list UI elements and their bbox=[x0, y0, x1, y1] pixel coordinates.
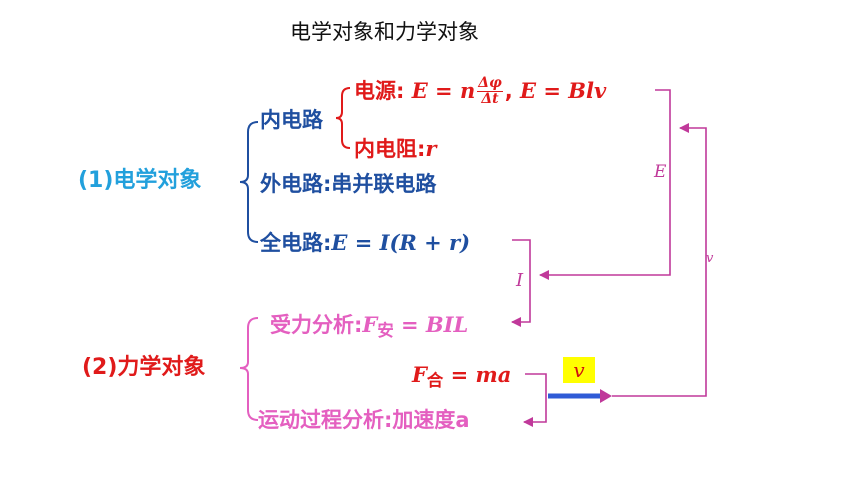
I-connector bbox=[511, 239, 531, 327]
E-arrow-label: E bbox=[654, 162, 667, 182]
E-connector bbox=[539, 89, 671, 280]
ampere-force-symbol: F bbox=[362, 312, 378, 337]
motion-analysis: 运动过程分析:加速度a bbox=[258, 408, 470, 432]
electrical-bracket bbox=[239, 121, 259, 243]
velocity-highlight-box: v bbox=[563, 357, 595, 383]
inner-resistance-label: 内电阻: bbox=[354, 137, 426, 161]
source-separator: , bbox=[504, 78, 513, 103]
v-connector bbox=[612, 123, 707, 397]
full-circuit-label: 全电路: bbox=[260, 231, 332, 255]
source-eq1-lhs: E = n bbox=[411, 77, 476, 103]
net-force: F合 = ma bbox=[412, 364, 511, 389]
outer-circuit-label: 外电路:串并联电路 bbox=[260, 172, 437, 196]
v-arrow-label: v bbox=[706, 251, 714, 266]
force-analysis: 受力分析:F安 = BIL bbox=[270, 314, 468, 339]
page-title: 电学对象和力学对象 bbox=[290, 20, 479, 44]
I-arrow-label: I bbox=[516, 270, 524, 291]
net-force-subscript: 合 bbox=[426, 371, 444, 391]
mechanical-object-label: (2)力学对象 bbox=[82, 355, 206, 380]
mechanical-bracket bbox=[239, 317, 259, 421]
F-net-connector bbox=[523, 373, 547, 427]
fraction-denominator: Δt bbox=[481, 91, 499, 108]
force-analysis-label: 受力分析: bbox=[270, 313, 363, 337]
source-eq2: E = Blv bbox=[520, 77, 607, 103]
full-circuit: 全电路:E = I(R + r) bbox=[260, 232, 470, 254]
source-label: 电源: bbox=[354, 78, 405, 103]
ampere-subscript: 安 bbox=[377, 321, 394, 341]
net-force-rhs: = ma bbox=[443, 362, 512, 387]
electrical-object-label: (1)电学对象 bbox=[78, 168, 202, 193]
velocity-symbol: v bbox=[573, 358, 585, 382]
ampere-force-rhs: = BIL bbox=[393, 312, 469, 337]
net-force-symbol: F bbox=[412, 362, 427, 387]
inner-resistance: 内电阻:r bbox=[354, 138, 436, 160]
inner-circuit-bracket bbox=[335, 87, 351, 149]
inner-resistance-symbol: r bbox=[425, 136, 437, 161]
full-circuit-equation: E = I(R + r) bbox=[331, 230, 471, 255]
inner-circuit-label: 内电路 bbox=[260, 108, 323, 132]
fraction-numerator: Δφ bbox=[477, 75, 503, 93]
